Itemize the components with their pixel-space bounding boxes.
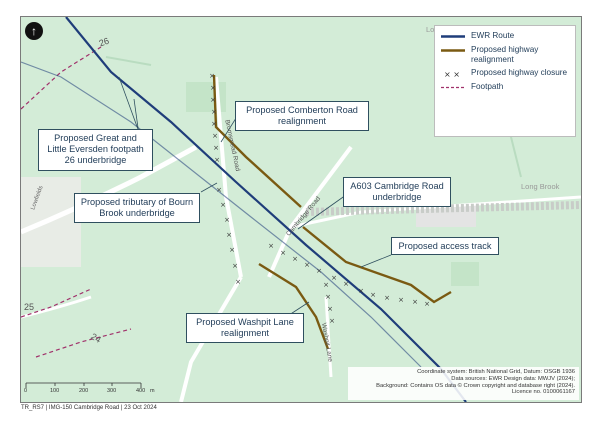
airfield-area — [416, 205, 476, 227]
info-coordinate-system: Coordinate system: British National Grid… — [417, 369, 575, 375]
ewr-route-main — [65, 17, 467, 402]
closure-mark: × — [235, 278, 241, 286]
svg-text:× ×: × × — [444, 70, 460, 79]
info-background: Background: Contains OS data © Crown cop… — [376, 382, 575, 389]
map-frame: × × × × × × × × × × × × × × × × × × × × … — [20, 16, 582, 403]
callout-bourn[interactable]: Proposed tributary of Bourn Brook underb… — [74, 193, 200, 223]
closure-a603: × × × × × × × × × × × × × — [268, 242, 430, 308]
closure-mark: × — [210, 84, 216, 92]
leader-access — [360, 254, 392, 268]
closure-mark: × — [343, 280, 349, 288]
closure-mark: × — [323, 281, 329, 289]
place-label-long-brook: Long Brook — [521, 182, 560, 191]
figure-footer: TR_RS7 | IMG-150 Cambridge Road | 23 Oct… — [21, 405, 157, 411]
ewr-route-secondary — [21, 61, 422, 368]
info-data-sources: Data sources: EWR Design data: MWJV (202… — [451, 375, 575, 382]
callout-a603[interactable]: A603 Cambridge Road underbridge — [343, 177, 451, 207]
legend-item-closure: × × Proposed highway closure — [441, 68, 569, 79]
scale-tick: 0 — [24, 388, 28, 394]
place-label-lo: Lo — [426, 25, 435, 34]
footpath-26 — [21, 46, 102, 110]
closure-mark: × — [232, 262, 238, 270]
leader-bourn — [200, 182, 218, 193]
closure-mark: × — [327, 305, 333, 313]
scale-tick: 400 — [136, 388, 146, 394]
ewr-route-swatch — [441, 31, 465, 42]
realignment-swatch — [441, 45, 465, 56]
info-licence: Licence no. 0100061167 — [511, 389, 575, 396]
closure-mark: × — [214, 156, 220, 164]
callout-footpath26[interactable]: Proposed Great and Little Eversden footp… — [38, 129, 153, 171]
closure-mark: × — [224, 216, 230, 224]
road-long-brook — [290, 195, 581, 229]
woodland-patch — [451, 262, 479, 286]
footpath-swatch — [441, 82, 465, 93]
legend-item-ewr: EWR Route — [441, 31, 569, 42]
scale-tick: 300 — [107, 388, 117, 394]
closure-swatch: × × — [441, 68, 465, 79]
closure-mark: × — [212, 132, 218, 140]
closure-mark: × — [304, 261, 310, 269]
closure-mark: × — [412, 298, 418, 306]
legend-label: Footpath — [471, 82, 504, 91]
closure-mark: × — [211, 108, 217, 116]
map-legend: EWR Route Proposed highway realignment ×… — [434, 25, 576, 137]
closure-mark: × — [398, 296, 404, 304]
map-info-box: Coordinate system: British National Grid… — [348, 367, 579, 400]
closure-mark: × — [292, 255, 298, 263]
closure-mark: × — [331, 274, 337, 282]
legend-label: Proposed highway closure — [471, 68, 568, 77]
footpath-24 — [35, 328, 132, 358]
track-long-brook — [305, 201, 581, 216]
closure-mark: × — [358, 287, 364, 295]
legend-label: EWR Route — [471, 31, 515, 40]
legend-item-footpath: Footpath — [441, 82, 569, 93]
closure-mark: × — [213, 144, 219, 152]
settlement-area — [21, 177, 81, 267]
leader-footpath26 — [118, 76, 140, 133]
closure-mark: × — [209, 72, 215, 80]
field-boundary — [105, 56, 152, 66]
closure-mark: × — [316, 267, 322, 275]
scale-unit: m — [150, 388, 155, 394]
closure-mark: × — [229, 246, 235, 254]
north-arrow-icon: ↑ — [25, 22, 43, 40]
closure-washpit: × × × × — [323, 281, 335, 325]
closure-mark: × — [370, 291, 376, 299]
closure-mark: × — [280, 249, 286, 257]
callout-comberton[interactable]: Proposed Comberton Road realignment — [235, 101, 369, 131]
callout-washpit[interactable]: Proposed Washpit Lane realignment — [186, 313, 304, 343]
comberton-realignment — [212, 74, 302, 208]
closure-mark: × — [211, 120, 217, 128]
a603-realignment — [302, 226, 452, 304]
closure-mark: × — [216, 186, 222, 194]
road-washpit — [324, 296, 333, 378]
closure-mark: × — [329, 317, 335, 325]
washpit-realignment — [258, 262, 330, 350]
closure-mark: × — [226, 231, 232, 239]
leader-a603 — [297, 194, 347, 230]
closure-mark: × — [210, 96, 216, 104]
scale-tick: 100 — [50, 388, 60, 394]
closure-mark: × — [424, 300, 430, 308]
footpath-25 — [21, 288, 92, 318]
scale-bar: 0 100 200 300 400 m — [24, 380, 164, 398]
closure-mark: × — [268, 242, 274, 250]
legend-item-realignment: Proposed highway realignment — [441, 45, 569, 65]
route-label-25: 25 — [24, 302, 35, 312]
road-south — [179, 275, 243, 402]
closure-mark: × — [220, 201, 226, 209]
scale-tick: 200 — [79, 388, 89, 394]
closure-mark: × — [325, 293, 331, 301]
callout-access[interactable]: Proposed access track — [391, 237, 499, 255]
closure-mark: × — [384, 294, 390, 302]
legend-label: Proposed highway realignment — [471, 45, 539, 64]
closure-bromsmead: × × × × × × × × × × × × × × × — [209, 72, 241, 286]
